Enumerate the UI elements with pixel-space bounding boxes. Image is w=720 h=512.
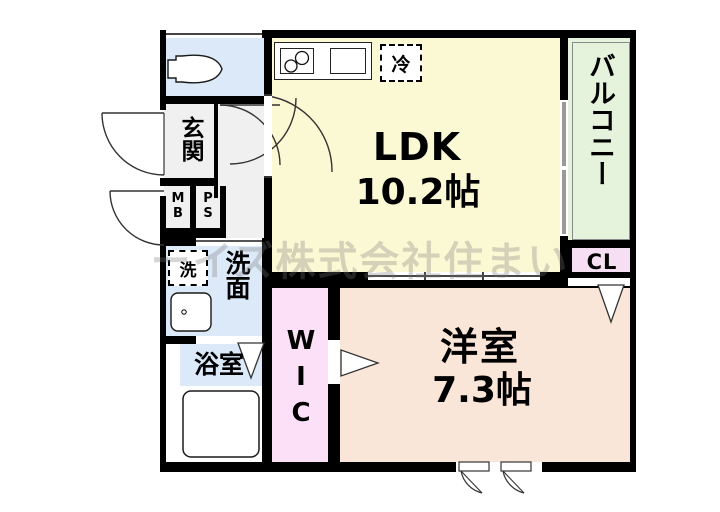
label-bedroom-area: 7.3帖 [432,370,532,411]
closet-door-gap [568,278,630,286]
label-genkan: 玄関 [177,116,203,162]
washer-label: 洗 [179,260,197,281]
washroom-door-line [196,240,262,242]
wic-door-gap [328,340,340,384]
label-bath: 浴室 [193,349,244,379]
bedroom-top-door-line [368,275,540,277]
stove-burners-icon [284,50,310,73]
wall-balcony-bottom [560,240,636,248]
bedroom-window-left [458,461,490,494]
fridge-label: 冷 [391,53,411,76]
label-bedroom-name: 洋室 [439,325,520,369]
wall-wic-top [264,280,340,288]
room-wic-fill [272,288,328,464]
label-wic: WIC [286,326,316,434]
entrance-door-lower [109,190,165,246]
label-closet: CL [586,249,618,274]
wall-bedroom-top [340,280,636,288]
bedroom-window-right [500,461,532,494]
balcony-sliding-door-pane1 [562,102,566,166]
door-gap-ldk [264,94,272,178]
label-washroom: 洗面 [222,250,251,300]
wall-toilet-bottom [160,96,272,104]
washroom-door-gap [196,238,262,246]
wall-ldk-right-top [560,30,568,102]
wall-right-outer [630,30,636,472]
label-balcony: バルコニー [584,52,615,187]
wall-mbps-right [220,186,226,228]
wall-top-outer [160,30,636,38]
bath-side-strip [164,344,180,462]
wash-basin-fixture [170,292,212,332]
closet-door-swing-icon [597,284,625,324]
bedroom-top-door-tick1 [424,272,426,280]
bath-door-gap [196,336,262,344]
bathtub-fixture [182,390,260,458]
room-mb-fill [166,186,190,228]
balcony-sliding-door [560,100,568,236]
fridge-placement: 冷 [380,44,422,82]
ldk-door-arc [267,95,333,173]
wall-genkan-right [214,104,218,198]
kitchen-sink [330,48,366,74]
wall-closet-left [560,246,572,280]
wall-bottom-outer [160,462,636,472]
ldk-top-window-line [166,33,262,35]
entrance-door-upper [101,112,165,176]
bath-door-swing-icon [237,342,265,380]
toilet-fixture [167,54,223,84]
wall-mbps-bottom [160,228,226,238]
balcony-sliding-door-pane2 [562,170,566,234]
door-jamb-ldk-top [264,94,272,96]
door-jamb-ldk-bottom [264,176,272,178]
wall-ldk-bottom-right [560,272,636,280]
wall-wic-left [262,344,272,472]
bedroom-top-door-tick2 [482,272,484,280]
ldk-door [229,97,297,165]
label-ldk-area: 10.2帖 [355,172,481,213]
wall-left-outer-upper [160,30,166,110]
wall-genkan-bottom [160,178,218,186]
bedroom-window-gap [456,462,542,472]
wall-ldk-left [264,30,272,94]
washer-placement: 洗 [168,250,208,286]
wall-ldk-left-2 [264,178,272,288]
room-balcony-fill [568,38,632,242]
wall-left-outer-mid [160,196,166,244]
label-ldk-name: LDK [372,125,462,169]
wic-door-swing-icon [340,349,380,377]
wall-left-outer-lower [160,244,166,472]
balcony-rail [572,42,630,240]
wall-mbps-divider [190,186,196,228]
room-bedroom-fill [340,288,632,464]
wall-washroom-right [262,238,272,344]
